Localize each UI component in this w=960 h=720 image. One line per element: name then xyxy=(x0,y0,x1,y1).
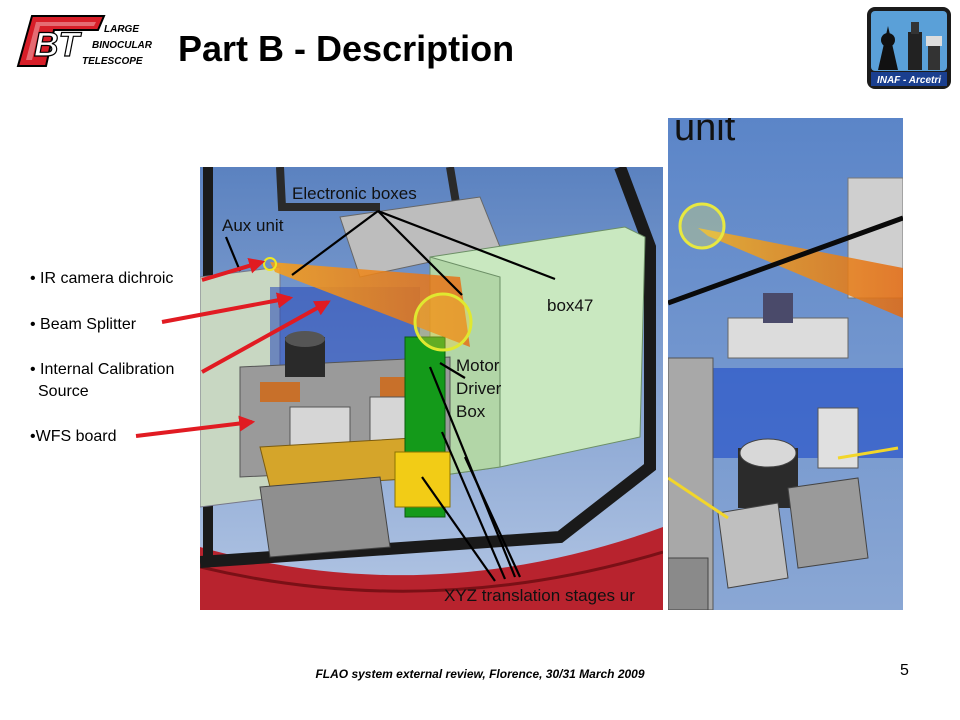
cad-overview-image: Electronic boxes Aux unit box47 Motor Dr… xyxy=(199,164,664,610)
svg-text:BT: BT xyxy=(34,26,83,64)
bullet-ir-camera-dichroic: • IR camera dichroic xyxy=(30,270,174,287)
footer-text: FLAO system external review, Florence, 3… xyxy=(315,667,645,681)
bullet-beam-splitter: • Beam Splitter xyxy=(30,316,137,333)
bullet-wfs-board: •WFS board xyxy=(30,428,117,445)
label-motor: Motor xyxy=(456,356,500,375)
label-electronic-boxes: Electronic boxes xyxy=(292,184,417,203)
label-xyz-stages: XYZ translation stages ur xyxy=(444,586,635,605)
label-box: Box xyxy=(456,402,486,421)
lbt-line-3: TELESCOPE xyxy=(82,56,143,67)
label-zoom-unit: unit xyxy=(674,118,736,149)
label-driver: Driver xyxy=(456,379,502,398)
lbt-logo-icon: BT LARGE BINOCULAR TELESCOPE xyxy=(12,10,162,72)
page-number: 5 xyxy=(900,662,909,679)
cad-zoom-image: unit xyxy=(667,107,904,611)
lbt-line-1: LARGE xyxy=(104,24,139,35)
bullet-internal-calibration-cont: Source xyxy=(38,383,89,400)
label-aux-unit: Aux unit xyxy=(222,216,284,235)
label-box47: box47 xyxy=(547,296,593,315)
inaf-arcetri-logo-icon: INAF - Arcetri xyxy=(866,6,952,90)
lbt-line-2: BINOCULAR xyxy=(92,40,153,51)
slide-title: Part B - Description xyxy=(178,28,515,69)
inaf-caption: INAF - Arcetri xyxy=(877,75,941,86)
bullet-internal-calibration: • Internal Calibration xyxy=(30,361,175,378)
